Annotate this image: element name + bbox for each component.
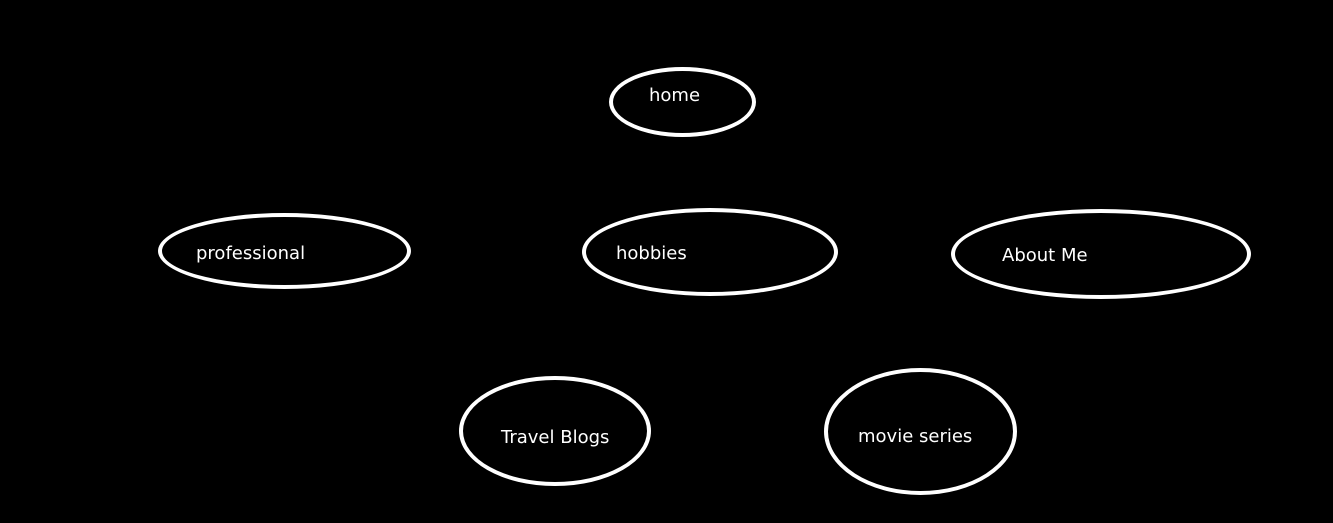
node-home[interactable]: home <box>609 67 756 137</box>
node-about-me[interactable]: About Me <box>951 209 1251 299</box>
node-movie-series[interactable]: movie series <box>824 368 1017 495</box>
node-movie-series-label: movie series <box>858 426 973 447</box>
node-travel-blogs-label: Travel Blogs <box>501 427 610 448</box>
node-professional[interactable]: professional <box>158 213 411 289</box>
node-home-label: home <box>649 85 701 106</box>
node-professional-label: professional <box>196 243 306 264</box>
node-travel-blogs[interactable]: Travel Blogs <box>459 376 651 486</box>
node-hobbies-label: hobbies <box>616 243 687 264</box>
node-hobbies[interactable]: hobbies <box>582 208 838 296</box>
node-about-me-label: About Me <box>1002 245 1088 266</box>
